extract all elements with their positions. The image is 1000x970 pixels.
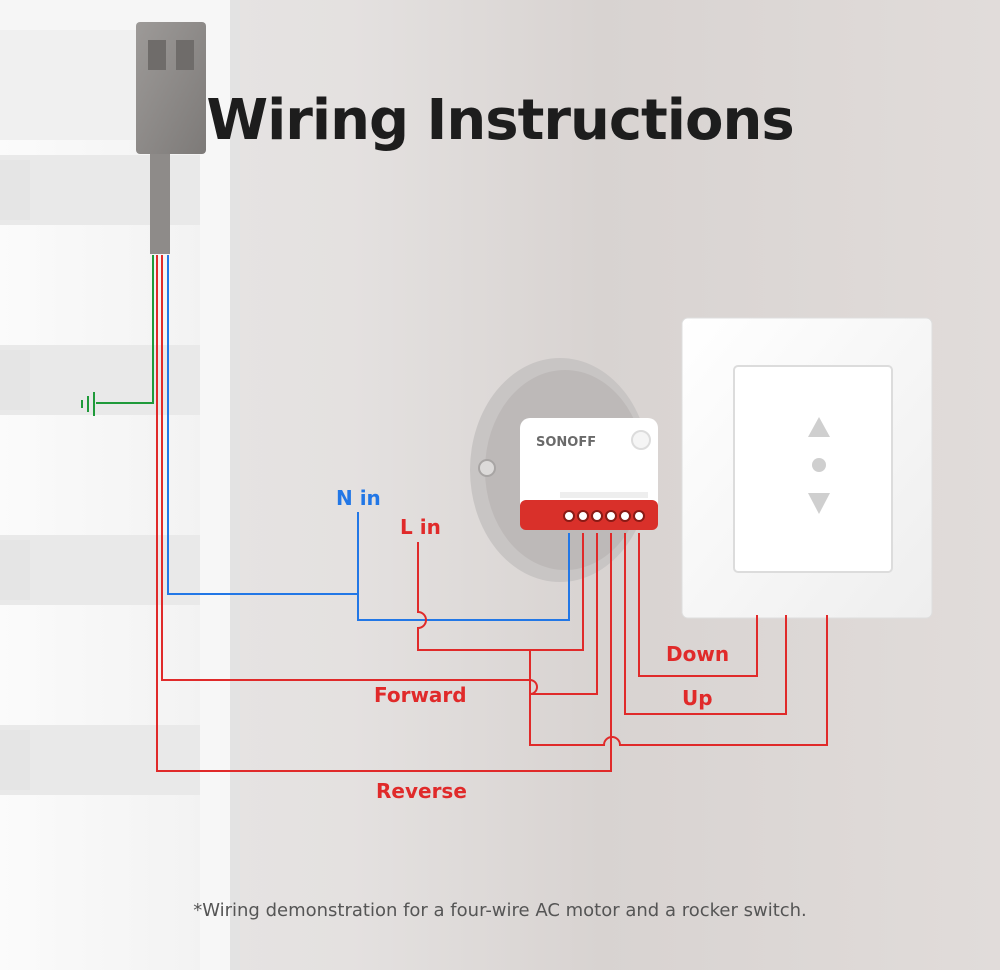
ground-icon [81,392,95,416]
up-wire [624,533,787,715]
label-reverse: Reverse [376,779,467,803]
neutral-wire-in [357,512,570,621]
module-brand-text: SONOFF [536,435,596,450]
live-in-wire [417,533,584,651]
label-up: Up [682,686,713,710]
label-n-in: N in [336,486,381,510]
reverse-wire [156,255,612,772]
ground-wire [96,255,154,404]
arrow-up-icon [808,417,830,437]
down-wire [638,533,758,677]
arrow-down-icon [808,493,830,514]
switch-common-wire [529,615,828,746]
neutral-wire-motor [167,255,358,595]
motor-end-cap [136,22,206,254]
footnote: *Wiring demonstration for a four-wire AC… [193,900,807,921]
rocker-switch [681,317,933,619]
dot-icon [812,458,826,472]
label-down: Down [666,642,730,666]
label-forward: Forward [374,683,467,707]
smart-switch-module [520,418,658,530]
label-l-in: L in [400,515,441,539]
page-title: Wiring Instructions [206,88,794,153]
